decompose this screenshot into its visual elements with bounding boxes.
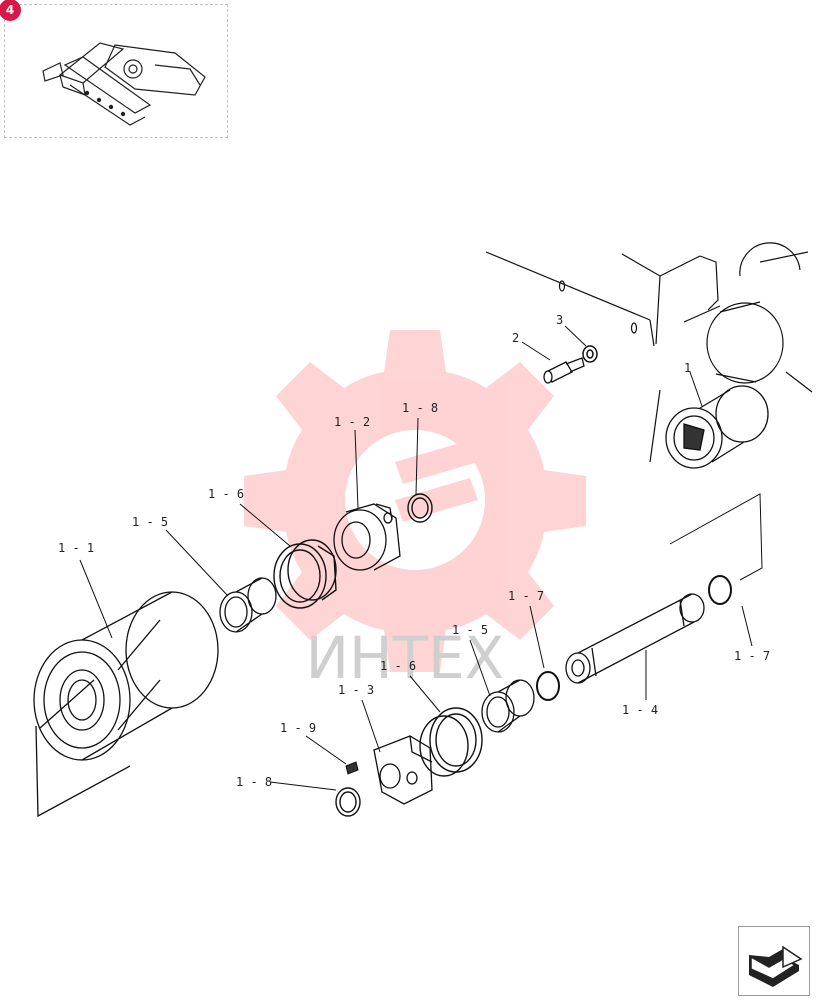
callout-1-7-right: 1 - 7 xyxy=(734,649,770,663)
roller-shaft xyxy=(565,593,705,684)
watermark-gear-icon xyxy=(244,330,586,672)
snap-ring-lower xyxy=(335,787,361,817)
callout-1-8-lower: 1 - 8 xyxy=(236,775,272,789)
callout-1-3: 1 - 3 xyxy=(338,683,374,697)
grease-plug xyxy=(345,761,359,775)
callout-1-4: 1 - 4 xyxy=(622,703,658,717)
floating-seal xyxy=(273,539,337,609)
next-page-button[interactable] xyxy=(738,926,810,996)
undercarriage-thumbnail-icon xyxy=(42,42,206,126)
track-roller-assembly xyxy=(665,385,769,469)
o-ring-right xyxy=(708,575,732,605)
callout-1-6-upper: 1 - 6 xyxy=(208,487,244,501)
roller-body xyxy=(33,591,219,818)
callout-1: 1 xyxy=(684,361,691,375)
callout-1-9: 1 - 9 xyxy=(280,721,316,735)
callout-3: 3 xyxy=(556,313,563,327)
collar-lower xyxy=(373,735,433,805)
callout-1-8-upper: 1 - 8 xyxy=(402,401,438,415)
callout-1-1: 1 - 1 xyxy=(58,541,94,555)
callout-2: 2 xyxy=(512,331,519,345)
callout-1-6-lower: 1 - 6 xyxy=(380,659,416,673)
bolt xyxy=(543,357,585,384)
floating-seal-lower xyxy=(419,707,483,777)
next-page-arrow-icon xyxy=(749,945,803,987)
track-frame xyxy=(485,242,813,463)
watermark-text: ИНТЕХ xyxy=(306,624,505,692)
leader-lines xyxy=(79,325,763,791)
callout-1-7-left: 1 - 7 xyxy=(508,589,544,603)
thumbnail-badge: 4 xyxy=(0,0,21,21)
collar-upper xyxy=(333,503,401,571)
callout-1-5-right: 1 - 5 xyxy=(452,623,488,637)
callout-1-2: 1 - 2 xyxy=(334,415,370,429)
snap-ring xyxy=(407,493,433,523)
o-ring-left xyxy=(536,671,560,701)
bushing xyxy=(219,577,277,633)
bushing-lower xyxy=(481,679,535,733)
callout-1-5-left: 1 - 5 xyxy=(132,515,168,529)
washer xyxy=(582,345,598,363)
thumbnail-overview[interactable]: 4 xyxy=(0,0,228,138)
